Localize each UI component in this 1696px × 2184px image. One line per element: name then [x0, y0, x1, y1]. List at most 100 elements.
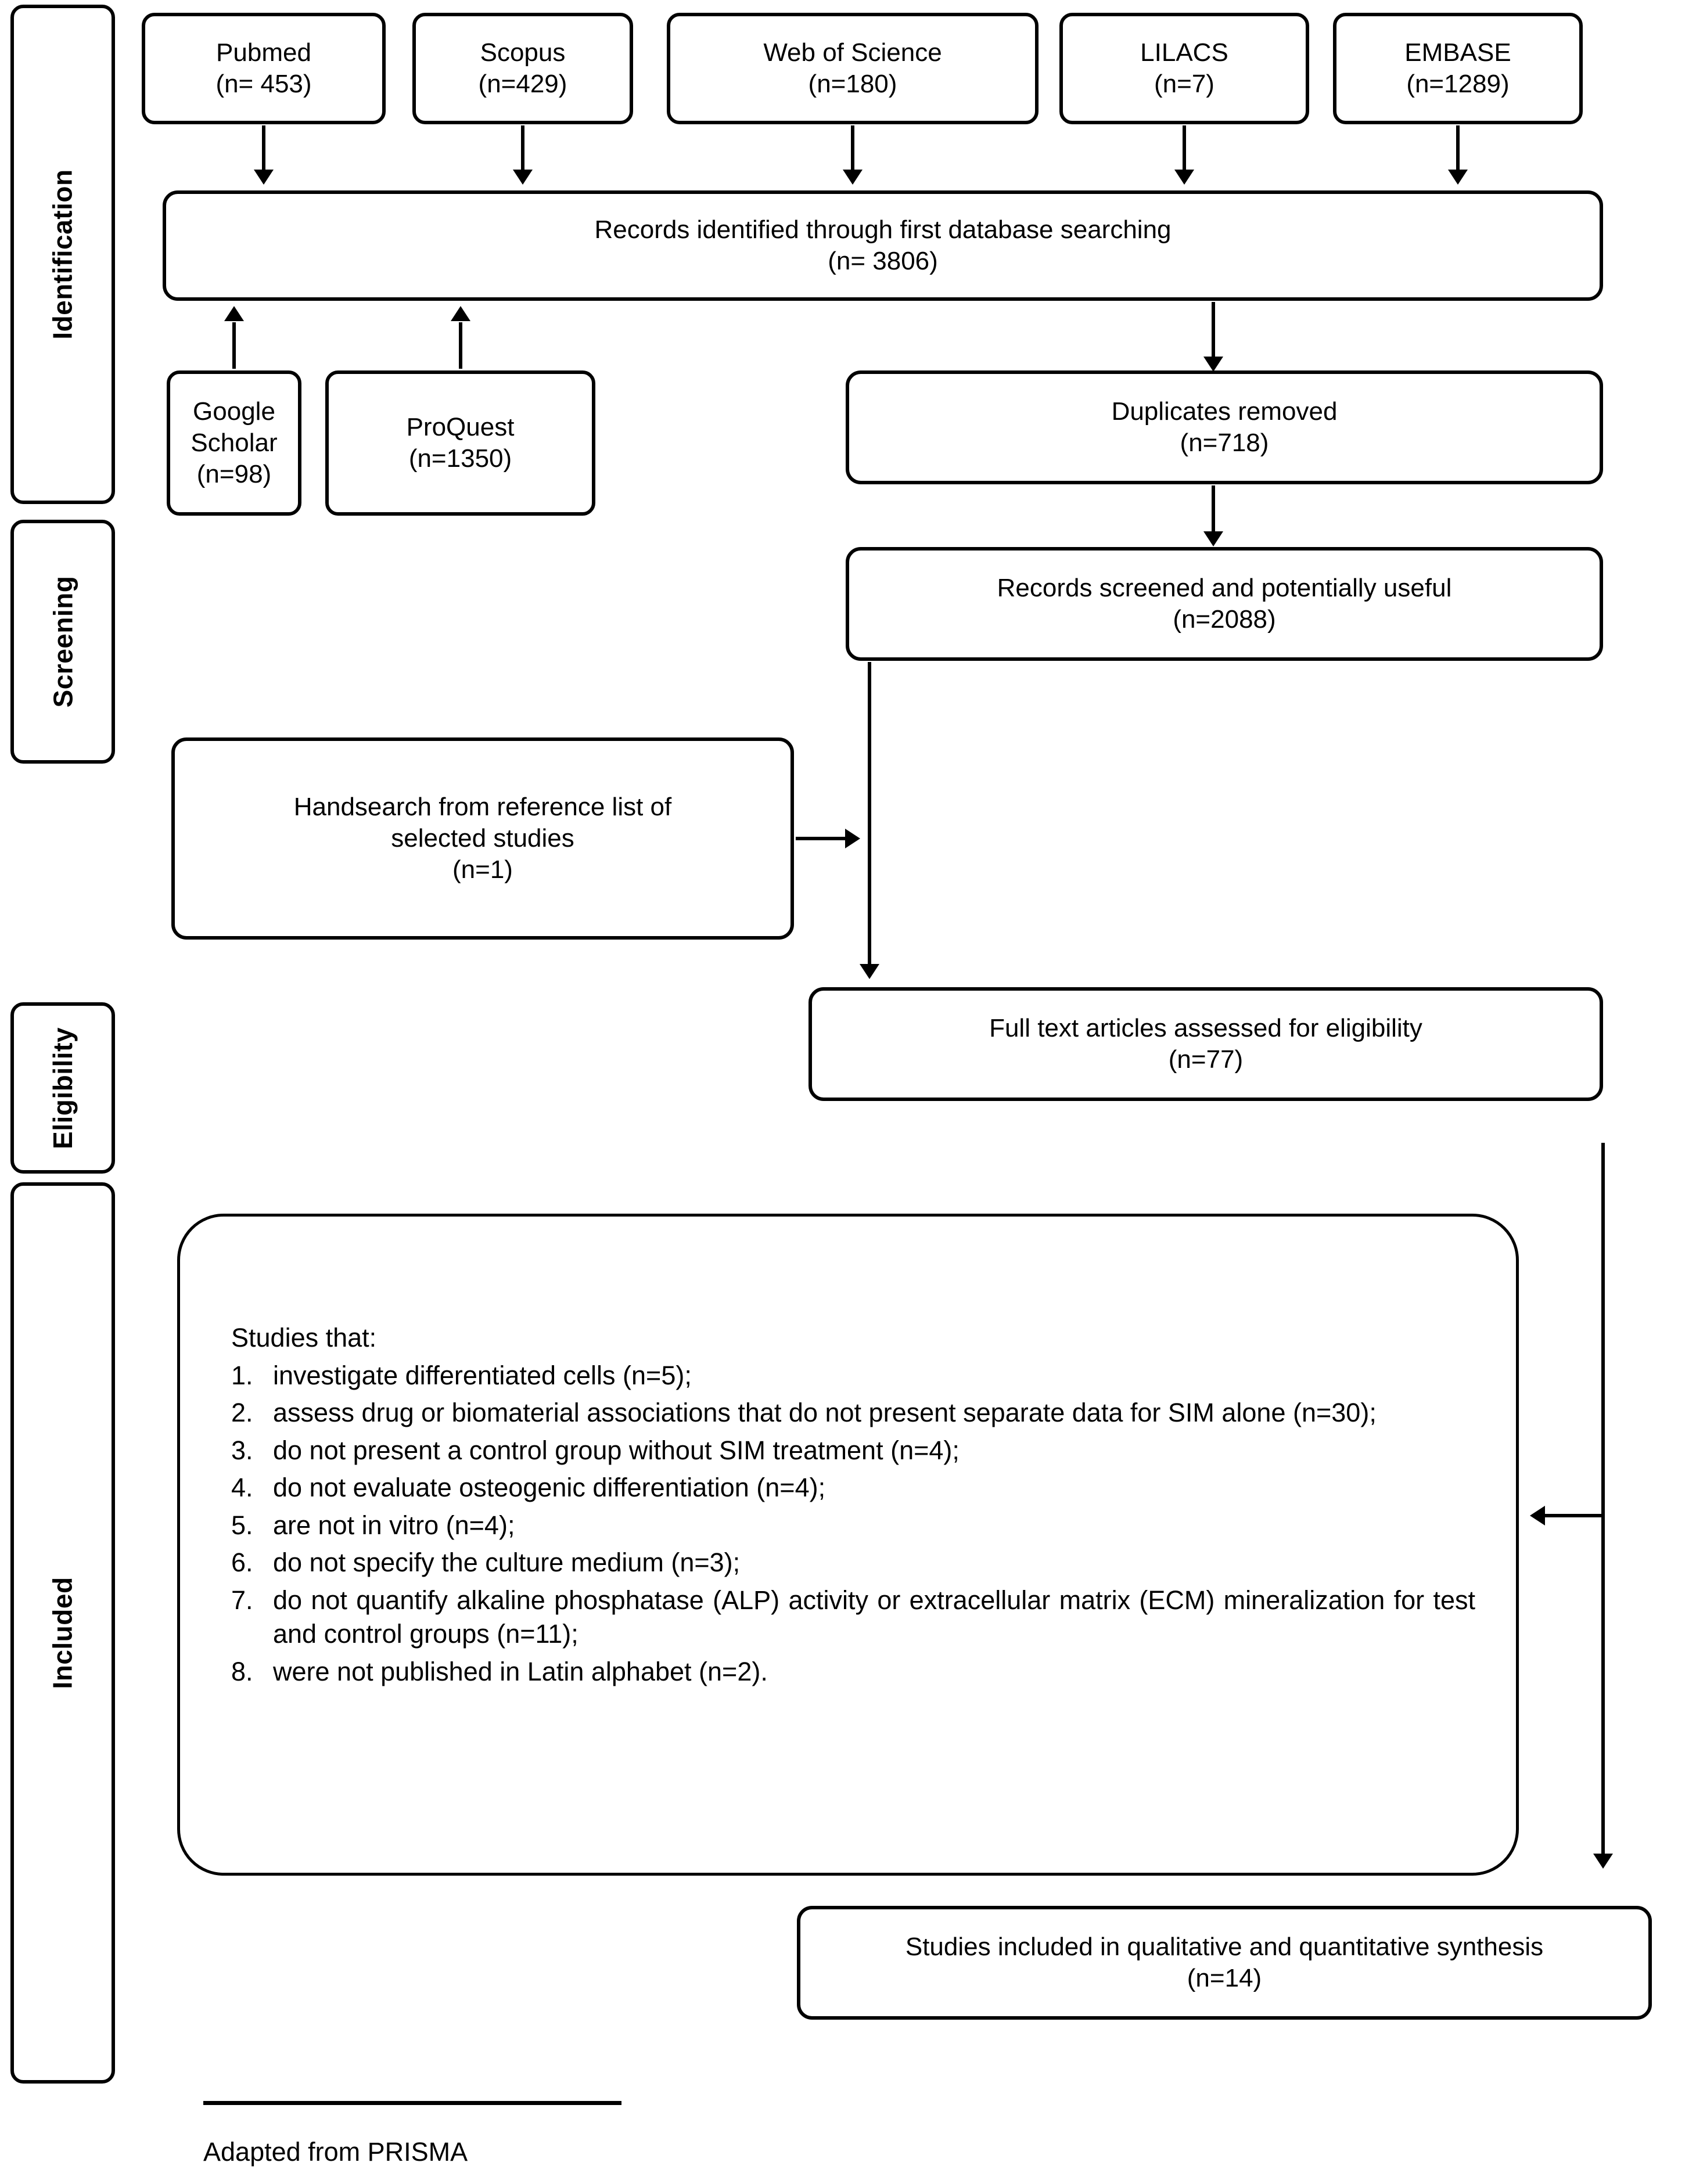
source-box-web-of-science: Web of Science (n=180) — [667, 13, 1039, 124]
records-screened-title: Records screened and potentially useful — [997, 574, 1452, 603]
phase-label-identification: Identification — [10, 5, 115, 504]
source-box-scopus: Scopus (n=429) — [412, 13, 633, 124]
source-count-scopus: (n=429) — [478, 70, 567, 98]
source-name-pubmed: Pubmed — [216, 38, 311, 67]
connector-pubmed-to-identified — [262, 125, 265, 172]
source-name-proquest: ProQuest — [406, 413, 515, 442]
arrow-wos-to-identified — [843, 170, 863, 185]
source-box-pubmed: Pubmed (n= 453) — [142, 13, 386, 124]
exclusion-item: 6. do not specify the culture medium (n=… — [231, 1546, 1475, 1580]
source-box-proquest: ProQuest (n=1350) — [325, 370, 595, 516]
records-identified-title: Records identified through first databas… — [594, 215, 1172, 244]
duplicates-removed-title: Duplicates removed — [1111, 397, 1338, 426]
exclusion-item: 1. investigate differentiated cells (n=5… — [231, 1359, 1475, 1393]
arrow-lilacs-to-identified — [1174, 170, 1194, 185]
phase-label-screening: Screening — [10, 520, 115, 764]
source-name-lilacs: LILACS — [1140, 38, 1228, 67]
arrow-mainline-to-exclusions — [1530, 1506, 1545, 1525]
connector-scopus-to-identified — [521, 125, 524, 172]
duplicates-removed-box: Duplicates removed (n=718) — [846, 370, 1603, 484]
arrow-identified-to-duplicates — [1203, 357, 1223, 372]
connector-mainline-to-exclusions — [1545, 1514, 1603, 1517]
source-count-embase: (n=1289) — [1406, 70, 1510, 98]
arrow-embase-to-identified — [1448, 170, 1468, 185]
exclusion-item: 7. do not quantify alkaline phosphatase … — [231, 1584, 1475, 1652]
footnote-rule — [203, 2101, 621, 2105]
exclusion-item-number: 6. — [231, 1548, 253, 1577]
exclusion-item-text: do not evaluate osteogenic differentiati… — [273, 1473, 826, 1502]
fulltext-articles-count: (n=77) — [1168, 1045, 1244, 1074]
records-screened-box: Records screened and potentially useful … — [846, 547, 1603, 661]
exclusion-item: 3. do not present a control group withou… — [231, 1434, 1475, 1468]
source-count-pubmed: (n= 453) — [215, 70, 312, 98]
exclusion-item-number: 8. — [231, 1656, 253, 1686]
handsearch-line1: Handsearch from reference list of — [293, 793, 672, 822]
arrow-scopus-to-identified — [513, 170, 533, 185]
phase-label-included-text: Included — [48, 1577, 78, 1689]
connector-wos-to-identified — [851, 125, 854, 172]
exclusion-criteria-heading: Studies that: — [231, 1323, 377, 1352]
arrow-screened-to-fulltext — [860, 964, 879, 979]
records-identified-box: Records identified through first databas… — [163, 190, 1603, 301]
handsearch-box: Handsearch from reference list of select… — [171, 737, 794, 940]
arrow-proquest-to-identified — [451, 306, 470, 321]
source-box-embase: EMBASE (n=1289) — [1333, 13, 1583, 124]
connector-identified-to-duplicates — [1212, 302, 1215, 360]
source-name-google-scholar-line1: Google — [193, 397, 275, 426]
fulltext-articles-title: Full text articles assessed for eligibil… — [989, 1014, 1422, 1043]
arrow-duplicates-to-screened — [1203, 531, 1223, 546]
exclusion-item: 4. do not evaluate osteogenic differenti… — [231, 1471, 1475, 1505]
connector-fulltext-to-included — [1601, 1143, 1605, 1857]
source-name-embase: EMBASE — [1404, 38, 1511, 67]
connector-duplicates-to-screened — [1212, 485, 1215, 535]
studies-included-box: Studies included in qualitative and quan… — [797, 1906, 1652, 2020]
connector-lilacs-to-identified — [1183, 125, 1186, 172]
studies-included-count: (n=14) — [1187, 1964, 1262, 1992]
connector-proquest-to-identified — [459, 322, 462, 369]
phase-label-identification-text: Identification — [48, 169, 78, 340]
source-count-lilacs: (n=7) — [1154, 70, 1214, 98]
source-count-google-scholar: (n=98) — [196, 459, 272, 488]
exclusion-item-number: 7. — [231, 1585, 253, 1615]
handsearch-count: (n=1) — [452, 855, 513, 884]
arrow-handsearch-to-mainline — [845, 829, 860, 848]
connector-google-scholar-to-identified — [232, 322, 236, 369]
source-count-web-of-science: (n=180) — [808, 70, 897, 98]
studies-included-title: Studies included in qualitative and quan… — [905, 1933, 1544, 1962]
exclusion-item-number: 5. — [231, 1510, 253, 1540]
exclusion-item-number: 3. — [231, 1435, 253, 1465]
exclusion-item-text: were not published in Latin alphabet (n=… — [273, 1656, 768, 1686]
exclusion-criteria-box: Studies that: 1. investigate differentia… — [177, 1214, 1519, 1876]
exclusion-item-text: do not specify the culture medium (n=3); — [273, 1548, 741, 1577]
exclusion-criteria-list: 1. investigate differentiated cells (n=5… — [231, 1359, 1475, 1689]
fulltext-articles-box: Full text articles assessed for eligibil… — [809, 987, 1603, 1101]
source-count-proquest: (n=1350) — [408, 444, 512, 473]
footnote-text: Adapted from PRISMA — [203, 2137, 468, 2167]
exclusion-item-number: 2. — [231, 1398, 253, 1427]
connector-screened-to-fulltext — [868, 662, 871, 967]
exclusion-item-text: do not quantify alkaline phosphatase (AL… — [273, 1585, 1475, 1649]
handsearch-line2: selected studies — [391, 824, 574, 853]
source-box-google-scholar: Google Scholar (n=98) — [167, 370, 301, 516]
exclusion-item: 5. are not in vitro (n=4); — [231, 1509, 1475, 1543]
exclusion-item-text: are not in vitro (n=4); — [273, 1510, 515, 1540]
connector-handsearch-to-mainline — [796, 837, 848, 840]
phase-label-eligibility-text: Eligibility — [48, 1027, 78, 1149]
source-name-web-of-science: Web of Science — [763, 38, 942, 67]
exclusion-item-number: 1. — [231, 1360, 253, 1390]
arrow-fulltext-to-included — [1593, 1854, 1613, 1869]
arrow-google-scholar-to-identified — [224, 306, 244, 321]
arrow-pubmed-to-identified — [254, 170, 274, 185]
source-box-lilacs: LILACS (n=7) — [1059, 13, 1309, 124]
phase-label-included: Included — [10, 1182, 115, 2084]
exclusion-item-text: assess drug or biomaterial associations … — [273, 1398, 1377, 1427]
duplicates-removed-count: (n=718) — [1180, 429, 1269, 457]
phase-label-screening-text: Screening — [48, 575, 78, 708]
records-screened-count: (n=2088) — [1173, 605, 1276, 634]
exclusion-item-text: do not present a control group without S… — [273, 1435, 960, 1465]
source-name-google-scholar-line2: Scholar — [191, 429, 278, 458]
records-identified-count: (n= 3806) — [828, 247, 938, 275]
exclusion-item: 8. were not published in Latin alphabet … — [231, 1655, 1475, 1689]
phase-label-eligibility: Eligibility — [10, 1002, 115, 1174]
